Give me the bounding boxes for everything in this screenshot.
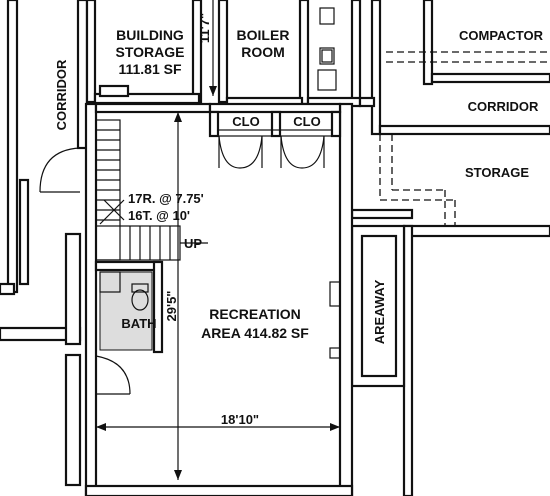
recreation-walls xyxy=(84,102,354,496)
building-storage-walls xyxy=(85,0,203,105)
bath xyxy=(94,260,164,395)
stairs xyxy=(95,119,208,261)
recreation-area-label: AREA 414.82 SF xyxy=(201,325,309,341)
building-storage-label-2: STORAGE xyxy=(116,44,185,60)
storage-label: STORAGE xyxy=(465,165,529,180)
building-storage-label: BUILDING xyxy=(116,27,184,43)
areaway-label: AREAWAY xyxy=(372,279,387,344)
boiler-room-label: BOILER xyxy=(237,27,290,43)
boiler-room-label-2: ROOM xyxy=(241,44,285,60)
corridor-left-label: CORRIDOR xyxy=(54,59,69,130)
closet-1-label: CLO xyxy=(232,114,259,129)
closet-walls xyxy=(208,110,342,169)
stair-risers-label: 17R. @ 7.75' xyxy=(128,191,204,206)
boiler-room-walls xyxy=(217,0,362,108)
compactor-walls xyxy=(358,0,550,228)
recreation-height-dimension: 29'5" xyxy=(164,291,179,322)
closet-2-label: CLO xyxy=(293,114,320,129)
building-storage-area: 111.81 SF xyxy=(118,61,182,77)
boiler-width-dimension: 11'7" xyxy=(197,13,212,43)
compactor-label: COMPACTOR xyxy=(459,28,544,43)
areaway-walls xyxy=(329,224,406,388)
left-corridor-walls xyxy=(0,0,89,487)
corridor-right-label: CORRIDOR xyxy=(468,99,539,114)
entry-door xyxy=(39,147,81,193)
dimension-lines xyxy=(96,0,340,480)
stair-treads-label: 16T. @ 10' xyxy=(128,208,190,223)
bath-label: BATH xyxy=(121,316,156,331)
recreation-label: RECREATION xyxy=(209,306,301,322)
stair-up-label: UP xyxy=(184,236,202,251)
recreation-width-dimension: 18'10" xyxy=(221,412,259,427)
